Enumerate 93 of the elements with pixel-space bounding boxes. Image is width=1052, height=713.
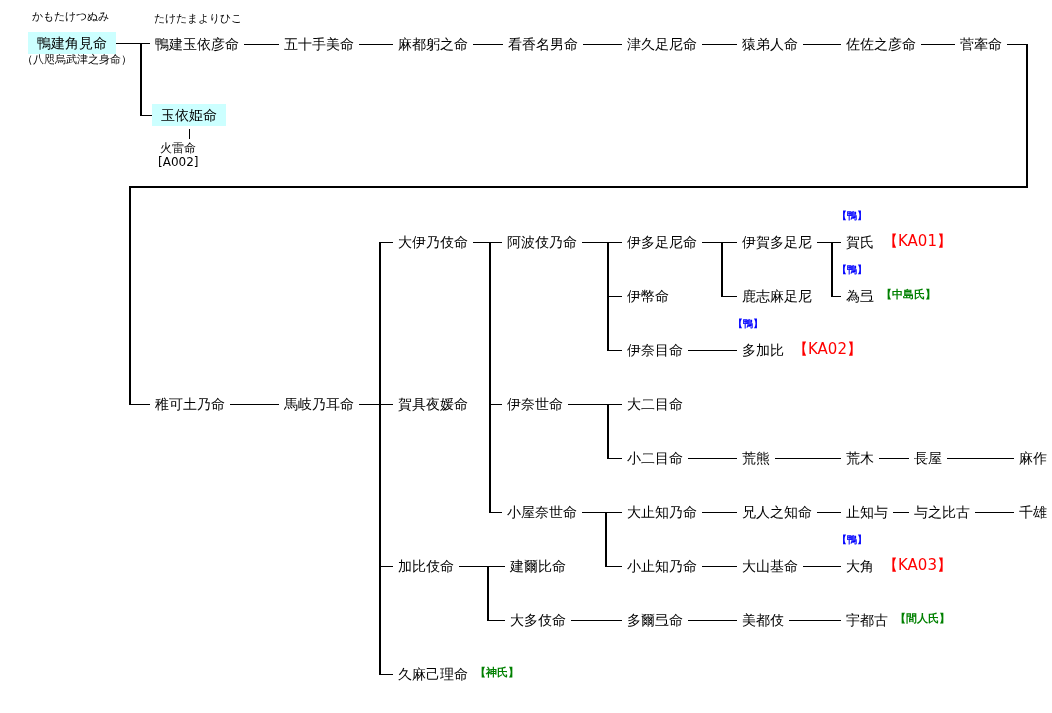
family-line <box>802 43 842 46</box>
name-text: 建爾比命 <box>509 557 567 575</box>
reading-annotation: かもたけつぬみ <box>32 11 109 23</box>
family-line <box>946 457 1015 460</box>
family-line <box>115 42 153 117</box>
name-text: 阿波伎乃命 <box>506 233 578 251</box>
family-line <box>816 241 842 298</box>
clan-tag: 【中島氏】 <box>881 288 936 302</box>
name-text: 五十手美命 <box>283 35 355 53</box>
highlighted-name-box: 鴨建角見命 <box>28 32 116 54</box>
code-tag: 【KA02】 <box>793 340 862 358</box>
family-line <box>472 43 504 46</box>
name-text: 小止知乃命 <box>626 557 698 575</box>
name-text: 佐佐之彦命 <box>845 35 917 53</box>
name-text: 久麻己理命 <box>397 665 469 683</box>
family-line <box>701 565 738 568</box>
family-line <box>687 619 738 622</box>
name-text: 看香名男命 <box>507 35 579 53</box>
name-text: 伊賀多足尼 <box>741 233 813 251</box>
family-line <box>878 457 910 460</box>
name-text: 止知与 <box>845 503 889 521</box>
family-line <box>687 457 738 460</box>
name-text: 美都伎 <box>741 611 785 629</box>
family-line <box>816 511 842 514</box>
reading-annotation: たけたまよりひこ <box>154 13 242 25</box>
family-line <box>358 43 394 46</box>
name-text: 馬岐乃耳命 <box>283 395 355 413</box>
name-text: 伊奈目命 <box>626 341 684 359</box>
name-text: 賀氏 <box>845 233 875 251</box>
name-text: 多爾弖命 <box>626 611 684 629</box>
clan-mark: 【鴨】 <box>837 210 867 222</box>
name-text: 菅牽命 <box>959 35 1003 53</box>
name-text: 千雄 <box>1018 503 1048 521</box>
clan-tag: 【神氏】 <box>475 666 519 680</box>
name-text: 宇都古 <box>845 611 889 629</box>
family-line <box>229 403 280 406</box>
name-label: 火雷命 [A002] <box>158 141 199 169</box>
clan-mark: 【鴨】 <box>837 264 867 276</box>
name-text: 長屋 <box>913 449 943 467</box>
family-line <box>701 241 738 298</box>
family-line <box>774 457 842 460</box>
name-text: 伊幣命 <box>626 287 670 305</box>
name-text: 賀具夜媛命 <box>397 395 469 413</box>
family-line <box>243 43 280 46</box>
name-text: 鴨建玉依彦命 <box>154 35 240 53</box>
family-line <box>570 619 623 622</box>
name-text: 伊多足尼命 <box>626 233 698 251</box>
family-line <box>892 511 910 514</box>
name-text: 荒木 <box>845 449 875 467</box>
family-line <box>701 43 738 46</box>
code-tag: 【KA03】 <box>883 556 952 574</box>
code-tag: 【KA01】 <box>883 232 952 250</box>
family-line <box>687 349 738 352</box>
highlighted-name-box: 玉依姫命 <box>152 104 226 126</box>
name-text: 大二目命 <box>626 395 684 413</box>
family-line <box>581 511 623 568</box>
clan-mark: 【鴨】 <box>733 318 763 330</box>
name-text: 大山基命 <box>741 557 799 575</box>
name-text: 多加比 <box>741 341 785 359</box>
name-text: 小二目命 <box>626 449 684 467</box>
name-text: 兄人之知命 <box>741 503 813 521</box>
clan-tag: 【間人氏】 <box>895 612 950 626</box>
family-line <box>701 511 738 514</box>
name-text: 荒熊 <box>741 449 771 467</box>
name-text: 与之比古 <box>913 503 971 521</box>
name-text: 鹿志麻足尼 <box>741 287 813 305</box>
family-line <box>188 128 191 140</box>
name-text: 麻作 <box>1018 449 1048 467</box>
family-line <box>567 403 623 460</box>
clan-mark: 【鴨】 <box>837 534 867 546</box>
name-text: 稚可土乃命 <box>154 395 226 413</box>
family-line <box>472 241 503 514</box>
alias-name: （八咫烏武津之身命） <box>22 53 132 67</box>
name-text: 大止知乃命 <box>626 503 698 521</box>
family-line <box>458 565 506 622</box>
name-text: 伊奈世命 <box>506 395 564 413</box>
name-text: 大多伎命 <box>509 611 567 629</box>
name-text: 加比伎命 <box>397 557 455 575</box>
family-line <box>581 241 623 352</box>
name-text: 小屋奈世命 <box>506 503 578 521</box>
family-line <box>788 619 842 622</box>
family-line <box>802 565 842 568</box>
name-text: 大角 <box>845 557 875 575</box>
family-line <box>974 511 1015 514</box>
family-line <box>582 43 623 46</box>
name-text: 大伊乃伎命 <box>397 233 469 251</box>
family-line <box>358 403 394 676</box>
family-line <box>129 43 1028 406</box>
name-text: 猿弟人命 <box>741 35 799 53</box>
name-text: 津久足尼命 <box>626 35 698 53</box>
name-text: 麻都躬之命 <box>397 35 469 53</box>
name-text: 為弖 <box>845 287 875 305</box>
family-line <box>920 43 956 46</box>
